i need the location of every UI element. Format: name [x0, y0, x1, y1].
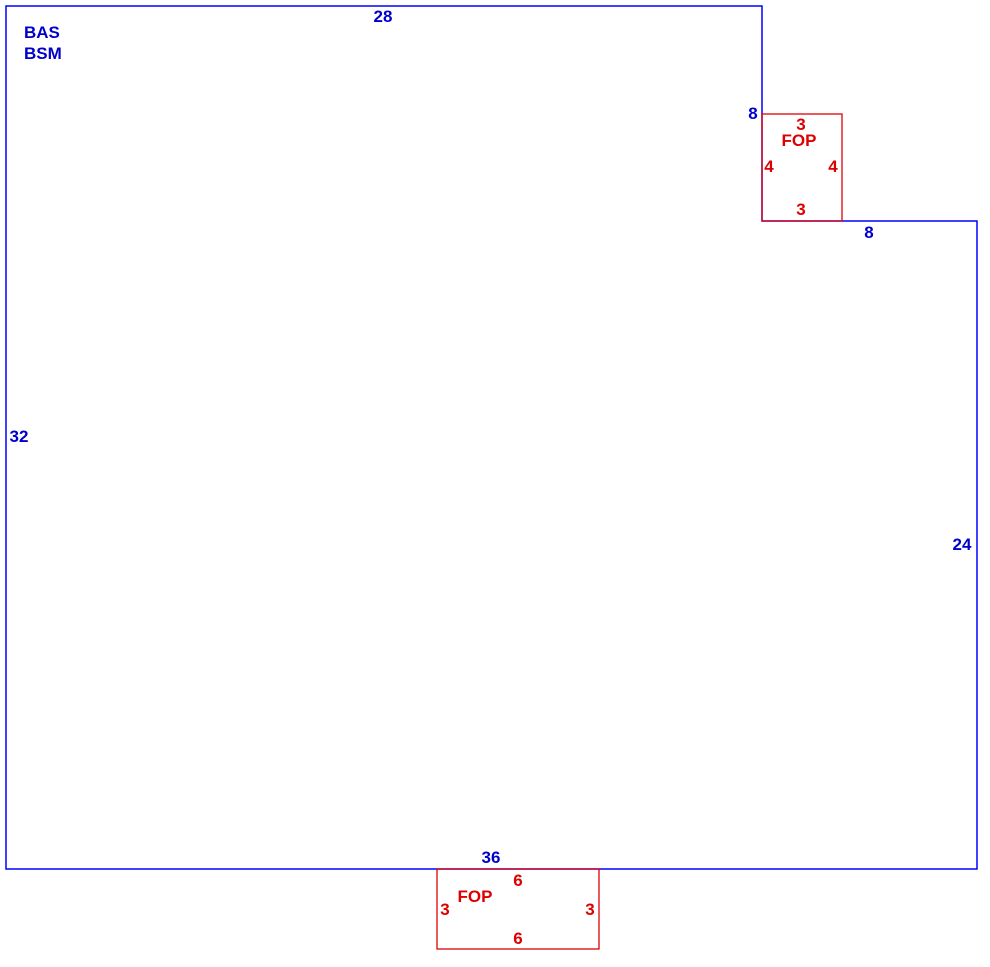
- porch-dimension-lower-left: 3: [440, 900, 449, 919]
- porch-dimension-upper-top: 3: [796, 115, 805, 134]
- porch-code-lower: FOP: [458, 887, 493, 906]
- porch-dimension-upper-left: 4: [764, 157, 774, 176]
- area-code-bsm: BSM: [24, 44, 62, 63]
- porch-code-upper: FOP: [782, 131, 817, 150]
- dimension-notch-horizontal: 8: [864, 223, 873, 242]
- dimension-notch-vertical: 8: [748, 104, 757, 123]
- area-code-bas: BAS: [24, 23, 60, 42]
- porch-dimension-lower-bottom: 6: [513, 929, 522, 948]
- porch-outline-upper: [761, 113, 843, 222]
- dimension-right: 24: [953, 535, 972, 554]
- porch-outline-lower: [436, 868, 600, 950]
- main-area-outline: [5, 5, 978, 870]
- porch-dimension-lower-right: 3: [585, 900, 594, 919]
- porch-dimension-lower-top: 6: [513, 871, 522, 890]
- porch-dimension-upper-bottom: 3: [796, 200, 805, 219]
- dimension-bottom: 36: [482, 848, 501, 867]
- porch-dimension-upper-right: 4: [828, 157, 838, 176]
- dimension-top: 28: [374, 7, 393, 26]
- dimension-left: 32: [10, 427, 29, 446]
